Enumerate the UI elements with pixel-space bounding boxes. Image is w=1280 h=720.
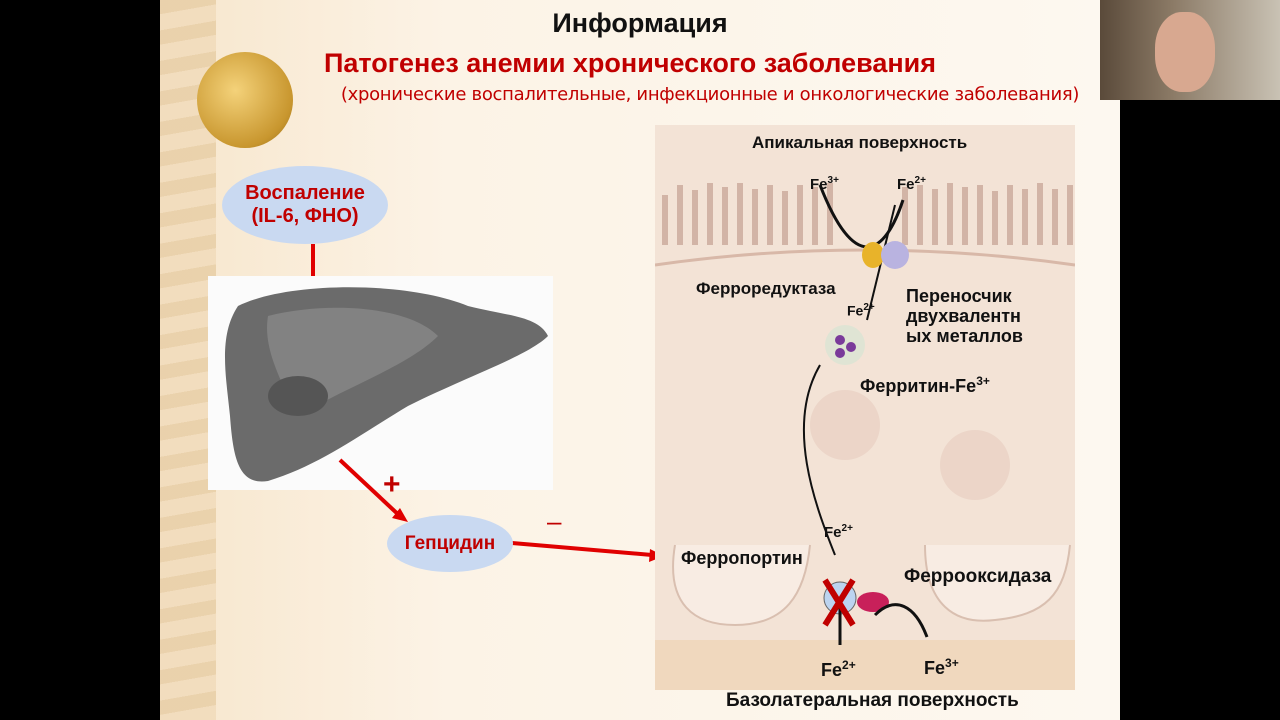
basolateral-label: Базолатеральная поверхность [726, 690, 1019, 711]
liver-illustration [225, 287, 548, 482]
transporter-label: Переносчик двухвалентн ых металлов [906, 286, 1023, 346]
inflammation-label: Воспаление [245, 182, 365, 204]
presenter-face [1155, 12, 1215, 92]
enterocyte-illustration [654, 183, 1076, 690]
apical-label: Апикальная поверхность [752, 133, 968, 152]
hepcidin-ellipse: Гепцидин [387, 515, 513, 572]
slide-subtitle: (хронические воспалительные, инфекционны… [340, 84, 1080, 105]
liver-image [208, 276, 553, 490]
fe2-bottom: Fe2+ [821, 658, 856, 680]
fe2-low: Fe2+ [824, 523, 853, 541]
inflammation-cytokines: (IL-6, ФНО) [251, 205, 359, 227]
arrow-liver-hepcidin [338, 458, 404, 520]
inflammation-ellipse: Воспаление (IL-6, ФНО) [222, 166, 388, 244]
ferrooxidase-label: Ферроoксидаза [904, 566, 1052, 587]
fe2-top: Fe2+ [897, 175, 926, 193]
hepcidin-label: Гепцидин [404, 532, 496, 554]
enterocyte-diagram [654, 125, 1076, 690]
slide-heading: Информация [552, 8, 728, 38]
ferritin-label: Ферритин-Fe3+ [860, 374, 990, 396]
fe2-mid: Fe2+ [847, 302, 875, 319]
minus-sign: – [547, 506, 562, 536]
coin-image [197, 52, 293, 148]
ferroreductase-label: Ферроредуктаза [696, 279, 836, 298]
arrow-hepcidin-ferroportin [511, 541, 653, 557]
slide-title: Патогенез анемии хронического заболевани… [323, 48, 937, 78]
plus-sign: + [383, 468, 401, 501]
fe3-bottom: Fe3+ [924, 656, 959, 678]
webcam-video [1100, 0, 1280, 100]
blocked-x-icon [822, 578, 856, 627]
fe3-top: Fe3+ [810, 175, 839, 193]
ferroportin-label: Ферропортин [681, 548, 803, 568]
